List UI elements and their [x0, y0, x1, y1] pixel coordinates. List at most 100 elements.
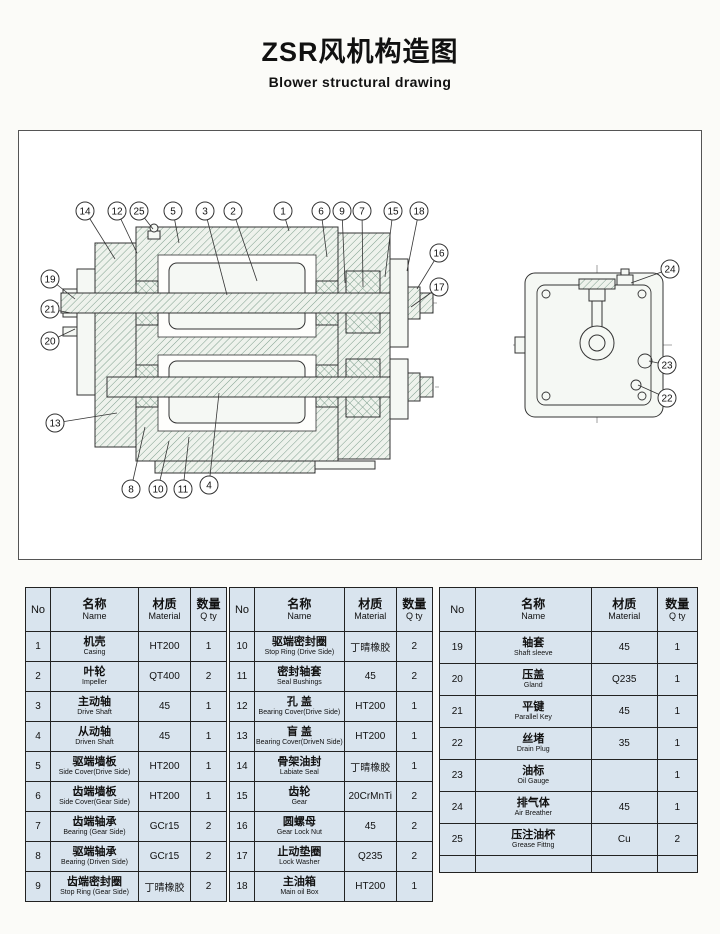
- cell-qty: 2: [395, 661, 433, 692]
- cell-material: HT200: [138, 781, 191, 812]
- cell-material: 45: [138, 721, 191, 752]
- callout-number: 13: [49, 419, 61, 430]
- cell-material: 45: [343, 661, 397, 692]
- leader-line-4: [208, 392, 220, 486]
- drain-plug: [630, 379, 642, 391]
- callout-number: 19: [44, 275, 56, 286]
- cell-no: 12: [229, 691, 255, 722]
- main-section-view: [47, 223, 439, 474]
- cell-no: 4: [25, 721, 51, 752]
- leader-line-3: [204, 210, 228, 296]
- driven-shaft: [106, 376, 434, 398]
- empty-row: [438, 855, 698, 873]
- gear-housing: [337, 232, 391, 460]
- cell-qty: 2: [395, 841, 433, 872]
- callout-13: [45, 413, 65, 433]
- cell-qty: 1: [395, 721, 433, 752]
- cell-no: 8: [25, 841, 51, 872]
- leader-line-7: [361, 210, 364, 288]
- callout-number: 9: [339, 207, 345, 218]
- callout-12: [107, 201, 127, 221]
- shaft-stub: [514, 336, 526, 354]
- oil-box: [154, 460, 316, 474]
- cell-no: 25: [438, 823, 476, 856]
- callout-number: 12: [111, 207, 123, 218]
- callout-number: 5: [170, 207, 176, 218]
- callout-number: 8: [128, 485, 134, 496]
- cell-material: 45: [590, 631, 658, 664]
- callout-10: [148, 479, 168, 499]
- callout-8: [121, 479, 141, 499]
- cell-material: HT200: [138, 631, 191, 662]
- cell-material: 20CrMnTi: [343, 781, 397, 812]
- cell-no: 15: [229, 781, 255, 812]
- cell-qty: 1: [395, 691, 433, 722]
- cell-material: 丁晴橡胶: [343, 631, 397, 662]
- header-no: No: [229, 587, 255, 632]
- end-view: [513, 265, 675, 423]
- cell-material: 丁晴橡胶: [138, 871, 191, 902]
- callout-14: [75, 201, 95, 221]
- cell-qty: 2: [395, 781, 433, 812]
- callout-16: [429, 243, 449, 263]
- leader-line-9: [341, 210, 346, 284]
- cell-no: 10: [229, 631, 255, 662]
- empty-cell: [438, 855, 476, 873]
- cell-material: Q235: [343, 841, 397, 872]
- cell-material: 45: [590, 791, 658, 824]
- cell-qty: 2: [190, 811, 227, 842]
- cell-qty: 1: [656, 727, 698, 760]
- end-cover-top: [389, 258, 409, 348]
- callout-number: 16: [433, 249, 445, 260]
- cell-material: 丁晴橡胶: [343, 751, 397, 782]
- callout-9: [332, 201, 352, 221]
- cell-material: HT200: [343, 691, 397, 722]
- cell-material: [590, 759, 658, 792]
- callout-number: 14: [79, 207, 91, 218]
- cell-no: 20: [438, 663, 476, 696]
- callout-1: [273, 201, 293, 221]
- cell-material: HT200: [138, 751, 191, 782]
- cell-no: 17: [229, 841, 255, 872]
- cell-no: 14: [229, 751, 255, 782]
- callout-23: [657, 355, 677, 375]
- cell-no: 18: [229, 871, 255, 902]
- cell-material: 35: [590, 727, 658, 760]
- cell-no: 3: [25, 691, 51, 722]
- hub-nut: [588, 288, 606, 302]
- leader-line-15: [384, 210, 394, 278]
- oil-gauge: [637, 353, 653, 369]
